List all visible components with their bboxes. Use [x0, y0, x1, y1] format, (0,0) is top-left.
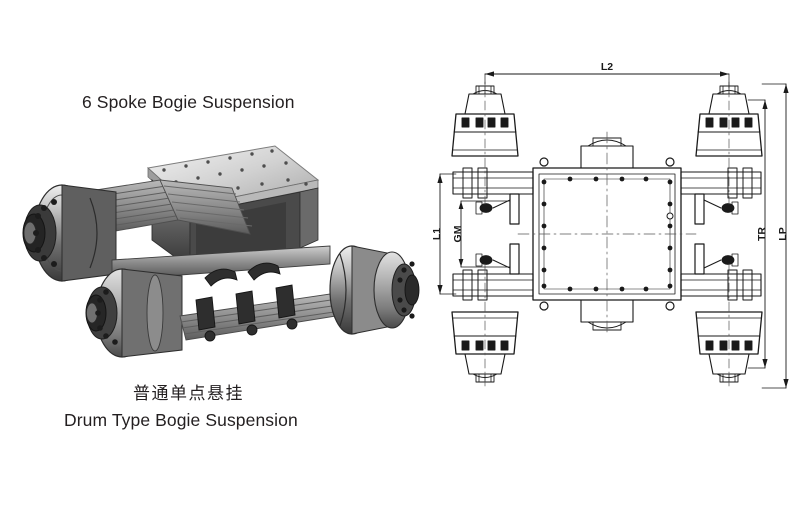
photo-hub-right — [329, 245, 420, 335]
photo-brake-drum-rear — [22, 184, 117, 282]
hub-drum-top-left — [451, 81, 519, 205]
hub-drum-bottom-right — [695, 263, 763, 387]
bogie-suspension-top-view-drawing: L2 L1 GM TR LP — [418, 58, 800, 410]
centre-mounting-plate — [517, 131, 697, 337]
photo-brake-drum-front — [85, 268, 183, 358]
dimension-label-LP: LP — [777, 227, 789, 240]
leaf-spring-right — [694, 193, 739, 275]
bogie-suspension-photograph — [0, 128, 430, 368]
dimension-L2 — [484, 71, 730, 89]
dimension-TR — [747, 99, 768, 369]
dimension-label-GM: GM — [452, 225, 464, 242]
caption-chinese: 普通单点悬挂 — [133, 384, 244, 403]
caption-english: Drum Type Bogie Suspension — [64, 410, 298, 430]
dimension-label-TR: TR — [756, 227, 768, 241]
dimension-GM — [458, 200, 511, 268]
photo-linkage-brackets — [195, 262, 298, 342]
axle-beam-upper — [452, 167, 762, 199]
hub-drum-bottom-left — [451, 263, 519, 387]
dimension-LP — [761, 83, 789, 389]
hub-drum-top-right — [695, 81, 763, 205]
page-title: 6 Spoke Bogie Suspension — [82, 92, 295, 112]
dimension-L1 — [437, 173, 457, 295]
axle-beam-lower — [452, 269, 762, 301]
dimension-label-L1: L1 — [431, 228, 443, 240]
dimension-label-L2: L2 — [601, 61, 613, 73]
leaf-spring-left — [475, 193, 520, 275]
